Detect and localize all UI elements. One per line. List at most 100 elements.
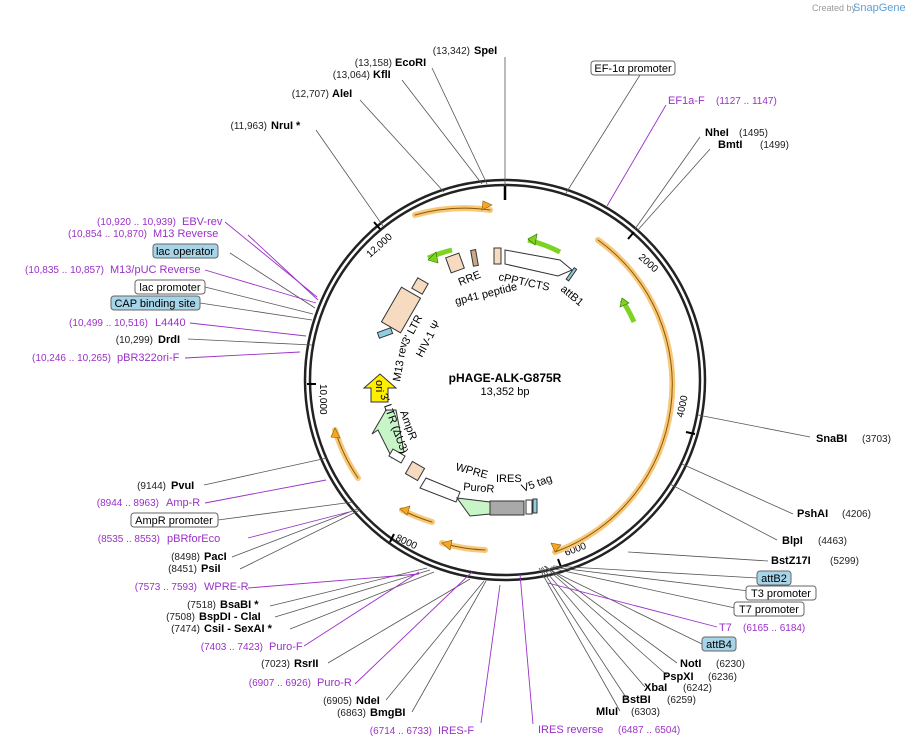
enzyme-pos-bspdi-clai: (7508): [166, 612, 195, 623]
enzyme-pspxi[interactable]: PspXI: [663, 671, 694, 683]
enzyme-psii[interactable]: PsiI: [201, 563, 221, 575]
enzyme-bstbi[interactable]: BstBI: [622, 694, 651, 706]
plasmid-name: pHAGE-ALK-G875R: [449, 371, 562, 385]
primer-pos-m13-reverse: (10,854 .. 10,870): [68, 229, 147, 240]
feature-rre: RRE: [457, 269, 483, 289]
primer-pos-ires-f: (6714 .. 6733): [370, 726, 432, 737]
enzyme-bstz17i[interactable]: BstZ17I: [771, 555, 811, 567]
feature-wpre: WPRE: [454, 461, 489, 481]
enzyme-snabi[interactable]: SnaBI: [816, 433, 847, 445]
enzyme-alei[interactable]: AleI: [332, 88, 352, 100]
enzyme-nhei[interactable]: NheI: [705, 127, 729, 139]
enzyme-blpi[interactable]: BlpI: [782, 535, 803, 547]
primer-pos-t7: (6165 .. 6184): [743, 623, 805, 634]
enzyme-noti[interactable]: NotI: [680, 658, 701, 670]
enzyme-kfli[interactable]: KflI: [373, 69, 391, 81]
tick-label-12000: 12,000: [365, 231, 395, 260]
svg-text:CAP binding site: CAP binding site: [114, 298, 195, 310]
enzyme-pos-spei: (13,342): [433, 46, 470, 57]
feature-box-lac-promoter[interactable]: lac promoter: [134, 279, 206, 295]
enzyme-ndei[interactable]: NdeI: [356, 695, 380, 707]
primer-puro-r[interactable]: Puro-R: [317, 677, 352, 689]
primer-ires-f[interactable]: IRES-F: [438, 725, 474, 737]
feature-box-attb4[interactable]: attB4: [701, 636, 737, 652]
enzyme-pos-bstz17i: (5299): [830, 556, 859, 567]
enzyme-bspdi-clai[interactable]: BspDI - ClaI: [199, 611, 261, 623]
enzyme-drdi[interactable]: DrdI: [158, 334, 180, 346]
enzyme-pos-noti: (6230): [716, 659, 745, 670]
primer-pbr322ori-f[interactable]: pBR322ori-F: [117, 352, 180, 364]
enzyme-pos-snabi: (3703): [862, 434, 891, 445]
enzyme-bsabi[interactable]: BsaBI *: [220, 599, 259, 611]
feature-box-t7-promoter[interactable]: T7 promoter: [733, 601, 805, 617]
enzyme-pos-alei: (12,707): [292, 89, 329, 100]
credit-text: Created by: [812, 3, 857, 13]
feature-box-lac-operator[interactable]: lac operator: [152, 243, 219, 259]
enzyme-ecori[interactable]: EcoRI: [395, 57, 426, 69]
enzyme-mlui[interactable]: MluI: [596, 706, 618, 718]
feature-v5-tag: V5 tag: [520, 473, 554, 495]
feature-puror: PuroR: [463, 481, 495, 496]
enzyme-pos-bstbi: (6259): [667, 695, 696, 706]
enzyme-bmti[interactable]: BmtI: [718, 139, 742, 151]
primer-pbrforeco[interactable]: pBRforEco: [167, 533, 220, 545]
enzyme-pos-bmgbi: (6863): [337, 708, 366, 719]
enzyme-pvui[interactable]: PvuI: [171, 480, 194, 492]
enzyme-pos-ecori: (13,158): [355, 58, 392, 69]
enzyme-rsrii[interactable]: RsrII: [294, 658, 318, 670]
enzyme-bmgbi[interactable]: BmgBI: [370, 707, 405, 719]
enzyme-pshai[interactable]: PshAI: [797, 508, 828, 520]
primer-l4440[interactable]: L4440: [155, 317, 186, 329]
orf-arrowheads: [330, 200, 562, 553]
enzyme-pos-nhei: (1495): [739, 128, 768, 139]
enzyme-paci[interactable]: PacI: [204, 551, 227, 563]
feature-m13-rev: M13 rev: [391, 341, 410, 383]
enzyme-pos-pvui: (9144): [137, 481, 166, 492]
feature-box-cap-binding-site[interactable]: CAP binding site: [110, 295, 201, 311]
svg-text:AmpR promoter: AmpR promoter: [135, 515, 213, 527]
primer-pos-ef1a-f: (1127 .. 1147): [716, 96, 777, 107]
feature-ori: ori: [373, 380, 385, 392]
primer-ebv-rev[interactable]: EBV-rev: [182, 216, 223, 228]
primer-wpre-r[interactable]: WPRE-R: [204, 581, 249, 593]
enzyme-pos-paci: (8498): [171, 552, 200, 563]
feature-attb1: attB1: [558, 283, 585, 309]
enzyme-csii-sexai[interactable]: CsiI - SexAI *: [204, 623, 273, 635]
tick-label-4000: 4000: [675, 394, 690, 418]
feature-box-attb2[interactable]: attB2: [756, 570, 792, 586]
feature-box-t3-promoter[interactable]: T3 promoter: [745, 585, 817, 601]
plasmid-size: 13,352 bp: [481, 386, 530, 398]
primer-amp-r[interactable]: Amp-R: [166, 497, 200, 509]
primer-m13-reverse[interactable]: M13 Reverse: [153, 228, 218, 240]
primer-m13puc-reverse[interactable]: M13/pUC Reverse: [110, 264, 200, 276]
green-arrows: [427, 233, 637, 324]
feature-ires: IRES: [496, 473, 522, 485]
enzyme-pos-psii: (8451): [168, 564, 197, 575]
leader-lines: [187, 57, 811, 713]
primer-pos-amp-r: (8944 .. 8963): [97, 498, 159, 509]
enzyme-pos-blpi: (4463): [818, 536, 847, 547]
primer-ires-reverse[interactable]: IRES reverse: [538, 724, 603, 736]
primer-pos-l4440: (10,499 .. 10,516): [69, 318, 148, 329]
svg-text:lac operator: lac operator: [156, 246, 214, 258]
primer-puro-f[interactable]: Puro-F: [269, 641, 303, 653]
feature-box-ef1a-promoter[interactable]: EF-1α promoter: [590, 60, 676, 76]
svg-text:attB4: attB4: [706, 639, 732, 651]
enzyme-pos-kfli: (13,064): [333, 70, 370, 81]
svg-text:lac promoter: lac promoter: [139, 282, 200, 294]
enzyme-nrui[interactable]: NruI *: [271, 120, 301, 132]
primer-pos-wpre-r: (7573 .. 7593): [135, 582, 197, 593]
primer-t7[interactable]: T7: [719, 622, 732, 634]
enzyme-pos-drdi: (10,299): [116, 335, 153, 346]
enzyme-pos-bmti: (1499): [760, 140, 789, 151]
primer-pos-puro-r: (6907 .. 6926): [249, 678, 311, 689]
enzyme-spei[interactable]: SpeI: [474, 45, 497, 57]
scale-ticks: [307, 221, 696, 568]
snapgene-logo: SnapGene: [853, 2, 906, 14]
primer-ef1a-f[interactable]: EF1a-F: [668, 95, 705, 107]
primer-pos-puro-f: (7403 .. 7423): [201, 642, 263, 653]
enzyme-xbai[interactable]: XbaI: [644, 682, 667, 694]
feature-box-ampr-promoter[interactable]: AmpR promoter: [130, 512, 219, 528]
